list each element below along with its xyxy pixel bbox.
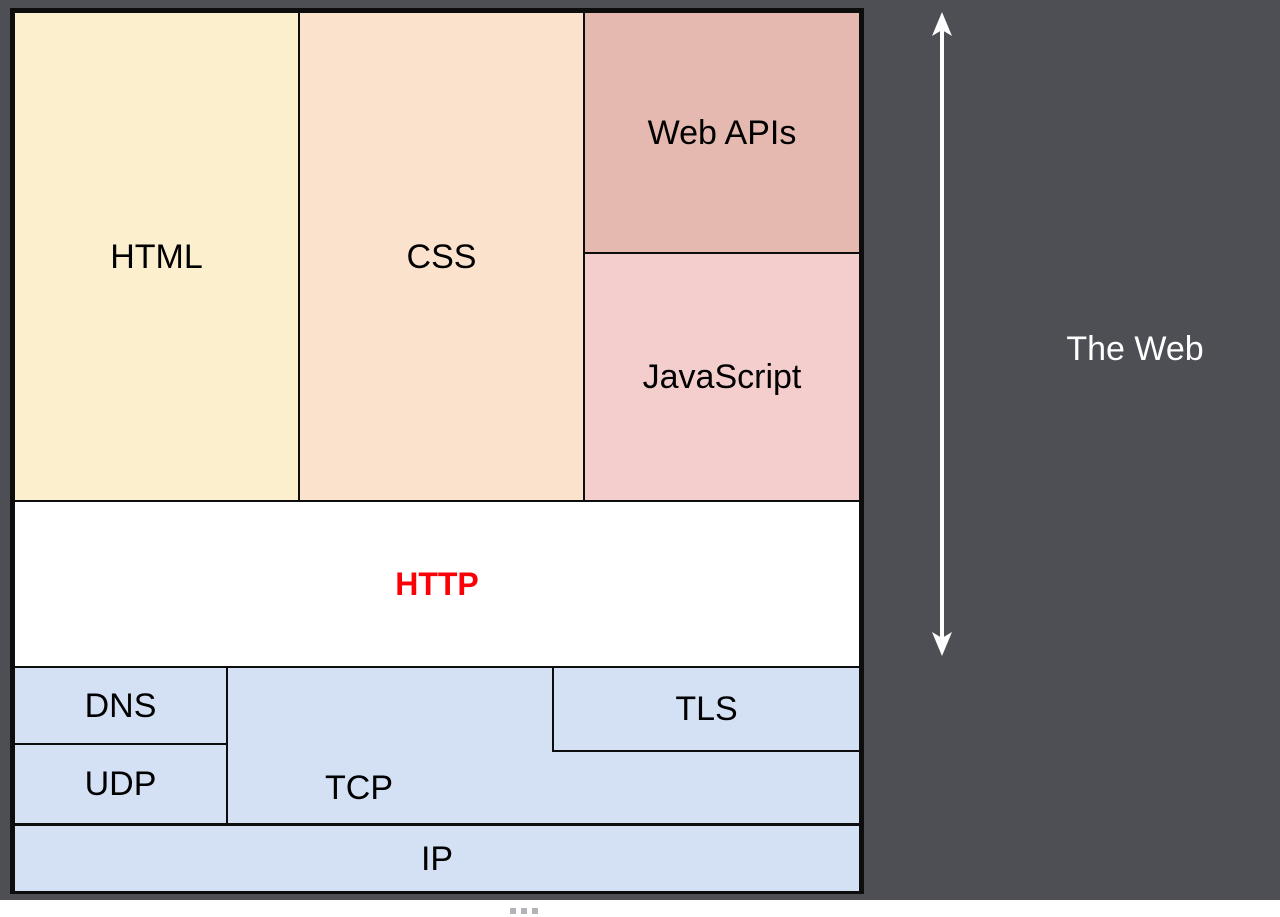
web-stack-diagram: HTML CSS Web APIs JavaScript HTTP DNS UD…	[10, 8, 864, 894]
stack-cell-dns[interactable]: DNS	[13, 666, 228, 745]
the-web-label: The Web	[1066, 330, 1204, 368]
stack-cell-css[interactable]: CSS	[298, 11, 585, 502]
handle-dot	[532, 908, 538, 914]
stack-cell-tls[interactable]: TLS	[552, 666, 861, 752]
stack-cell-web-apis[interactable]: Web APIs	[583, 11, 861, 254]
stack-cell-javascript[interactable]: JavaScript	[583, 252, 861, 502]
handle-dot	[521, 908, 527, 914]
stack-cell-html[interactable]: HTML	[13, 11, 300, 502]
three-dot-handle-icon[interactable]	[510, 908, 538, 914]
handle-dot	[510, 908, 516, 914]
stack-cell-http[interactable]: HTTP	[13, 500, 861, 668]
stack-cell-udp[interactable]: UDP	[13, 743, 228, 825]
stack-cell-ip[interactable]: IP	[13, 824, 861, 893]
double-headed-vertical-arrow-icon	[932, 12, 952, 656]
